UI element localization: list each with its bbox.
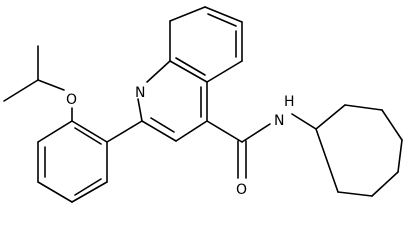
- ether-oxygen-label: O: [66, 92, 77, 108]
- quinoline-benzo-ring: [169, 6, 243, 83]
- carbonyl-oxygen-label: O: [236, 182, 247, 198]
- molecule-structure-diagram: N O N H O: [3, 6, 403, 203]
- amide-hydrogen-label: H: [284, 94, 295, 110]
- isopropoxy-group: [3, 45, 73, 122]
- cycloheptyl-ring: [315, 104, 403, 197]
- carboxamide-group: [206, 113, 317, 179]
- amide-nitrogen-label: N: [274, 113, 284, 129]
- quinoline-pyridine-ring: [137, 60, 208, 142]
- ring-nitrogen-label: N: [135, 85, 145, 101]
- phenyl-ring: [37, 120, 143, 203]
